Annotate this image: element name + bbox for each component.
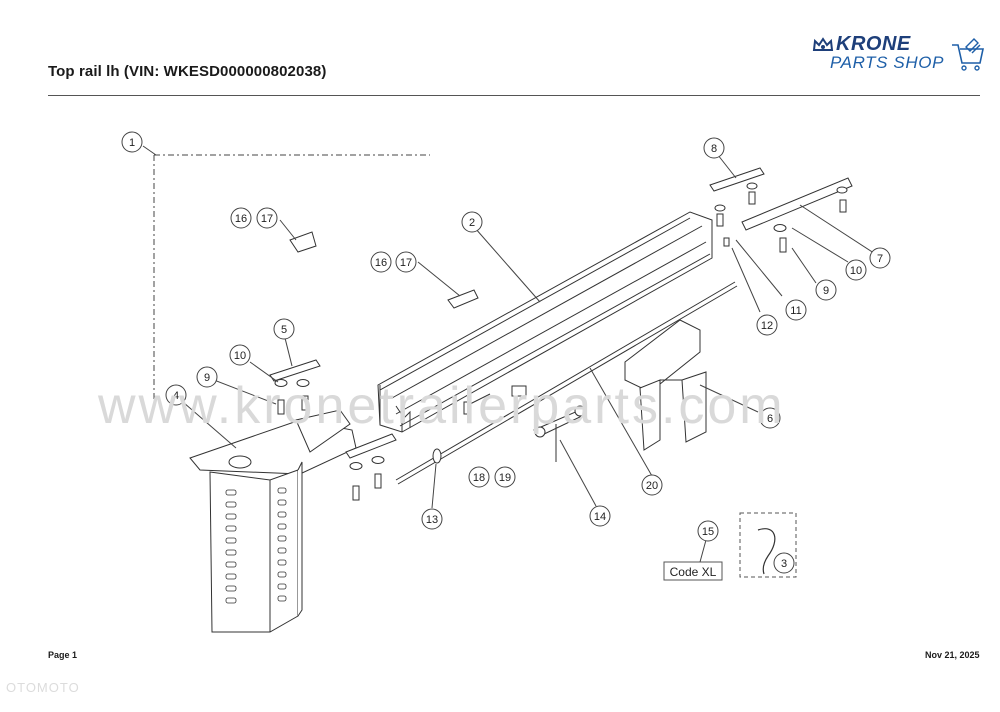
callout-16-top: 16 bbox=[235, 213, 247, 225]
assembly-frame bbox=[153, 154, 430, 400]
site-watermark: www.kronetrailerparts.com bbox=[98, 377, 786, 435]
logo-brand: KRONE bbox=[836, 33, 911, 55]
krone-parts-shop-logo[interactable]: KRONE PARTS SHOP bbox=[808, 33, 988, 75]
washers bbox=[274, 182, 848, 470]
cable-clips bbox=[463, 385, 527, 415]
callout-17-top: 17 bbox=[261, 213, 273, 225]
part-callout-labels: 1 2 3 4 5 6 7 8 9 9 10 10 11 12 13 14 15… bbox=[129, 137, 883, 570]
mounting-plates bbox=[269, 167, 853, 459]
page-number: Page 1 bbox=[48, 650, 78, 660]
page-title: Top rail lh (VIN: WKESD000000802038) bbox=[48, 63, 327, 80]
print-date: Nov 21, 2025 bbox=[925, 650, 980, 660]
crown-icon bbox=[812, 37, 834, 51]
callout-1: 1 bbox=[129, 137, 135, 149]
callout-9-right: 9 bbox=[823, 285, 829, 297]
tension-rod bbox=[395, 281, 738, 485]
end-bracket bbox=[189, 409, 357, 633]
callout-16-mid: 16 bbox=[375, 257, 387, 269]
callout-6: 6 bbox=[767, 413, 773, 425]
callout-2: 2 bbox=[469, 217, 475, 229]
header-divider bbox=[48, 95, 980, 96]
callout-9-left: 9 bbox=[204, 372, 210, 384]
callout-18: 18 bbox=[473, 472, 485, 484]
support-bracket bbox=[624, 319, 707, 451]
bracket-vent-slots bbox=[225, 487, 287, 604]
callout-11: 11 bbox=[790, 305, 801, 317]
top-rail-profile bbox=[377, 211, 713, 433]
callout-19: 19 bbox=[499, 472, 511, 484]
callout-10-right: 10 bbox=[850, 265, 862, 277]
callout-8: 8 bbox=[711, 143, 717, 155]
logo-subtitle: PARTS SHOP bbox=[830, 53, 945, 72]
bolts bbox=[277, 191, 847, 501]
corner-watermark: OTOMOTO bbox=[6, 680, 80, 695]
callout-12: 12 bbox=[761, 320, 773, 332]
callout-7: 7 bbox=[877, 253, 883, 265]
shopping-cart-icon bbox=[952, 38, 984, 71]
part-3-frame bbox=[739, 512, 797, 578]
callout-20: 20 bbox=[646, 480, 658, 492]
code-xl-label: Code XL bbox=[670, 565, 717, 579]
callout-10-left: 10 bbox=[234, 350, 246, 362]
callout-15: 15 bbox=[702, 526, 714, 538]
callout-5: 5 bbox=[281, 324, 287, 336]
hook-spring bbox=[757, 528, 776, 575]
callout-4: 4 bbox=[173, 390, 179, 402]
code-xl-box bbox=[663, 561, 723, 581]
lever-arm bbox=[533, 405, 586, 462]
callout-17-mid: 17 bbox=[400, 257, 412, 269]
callout-13: 13 bbox=[426, 514, 438, 526]
callout-3: 3 bbox=[781, 558, 787, 570]
part-callouts bbox=[121, 131, 891, 574]
callout-14: 14 bbox=[594, 511, 606, 523]
